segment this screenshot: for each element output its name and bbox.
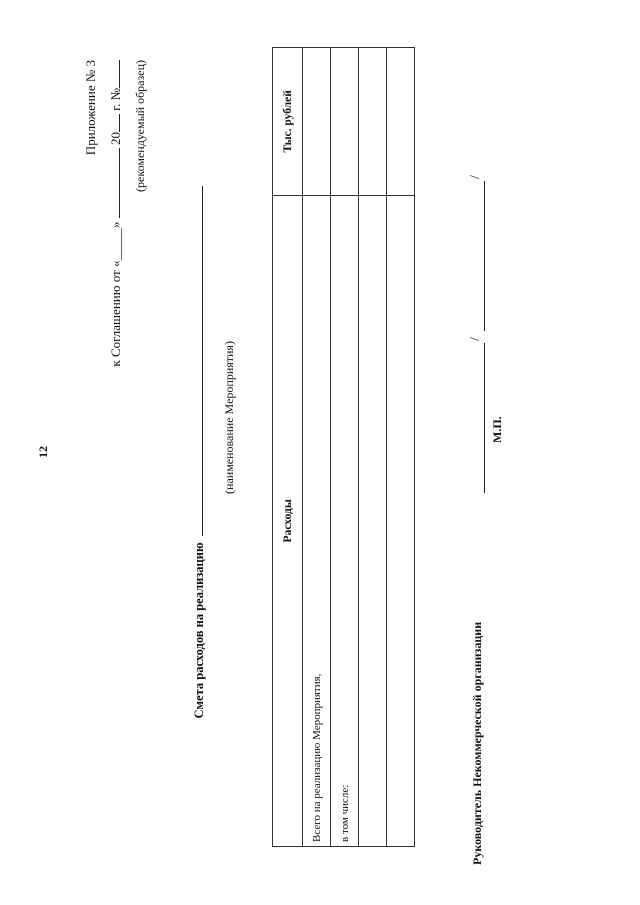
event-name-caption: (наименование Мероприятия): [222, 341, 236, 494]
row-empty-1-value: [358, 47, 387, 196]
table-row: Всего на реализацию Мероприятия,: [302, 47, 331, 847]
header-amount: Тыс. рублей: [272, 47, 303, 196]
name-line: [484, 181, 485, 331]
stamp-place: М.П.: [490, 416, 504, 443]
agreement-year: 20: [108, 132, 123, 146]
expenses-table: Расходы Тыс. рублей Всего на реализацию …: [272, 47, 415, 847]
row-empty-2: [386, 195, 415, 847]
row-empty-1: [358, 195, 387, 847]
signatory-label: Руководитель Некоммерческой организации: [470, 621, 484, 865]
signature-block: Руководитель Некоммерческой организации …: [468, 45, 485, 865]
appendix-header: Приложение № 3 к Соглашению от «_____» 2…: [78, 60, 153, 620]
table-row: в том числе:: [330, 47, 359, 847]
appendix-title: Приложение № 3: [83, 60, 98, 156]
row-total-value: [302, 47, 331, 196]
row-empty-2-value: [386, 47, 415, 196]
estimate-title-row: Смета расходов на реализацию: [192, 0, 207, 905]
estimate-title: Смета расходов на реализацию: [192, 542, 206, 719]
event-name-blank: [192, 186, 203, 537]
agreement-blank-year: [109, 114, 120, 133]
agreement-reference: к Соглашению от «_____» 20 г. №: [103, 60, 128, 620]
row-including-value: [330, 47, 359, 196]
signature-slash-left: /: [468, 337, 483, 341]
signature-slash-right: /: [468, 175, 483, 179]
agreement-blank-number: [109, 60, 120, 88]
agreement-suffix: г. №: [108, 88, 123, 111]
header-expenses: Расходы: [272, 195, 303, 847]
page-number: 12: [36, 446, 50, 458]
table-header-row: Расходы Тыс. рублей: [272, 47, 303, 847]
agreement-quote: _____»: [108, 221, 123, 261]
row-including-label: в том числе:: [330, 195, 359, 847]
signature-line: [484, 343, 485, 493]
agreement-blank-month: [109, 148, 120, 219]
table-row: [386, 47, 415, 847]
recommended-note: (рекомендуемый образец): [133, 60, 147, 192]
row-total-label: Всего на реализацию Мероприятия,: [302, 195, 331, 847]
agreement-prefix: к Соглашению от «: [108, 260, 123, 367]
table-row: [358, 47, 387, 847]
